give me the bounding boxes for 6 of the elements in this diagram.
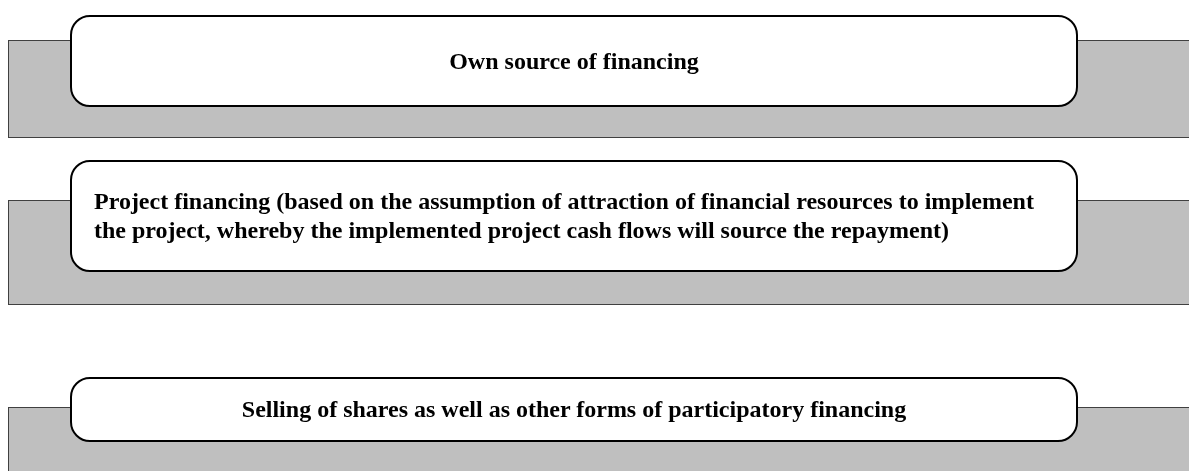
box-text: Selling of shares as well as other forms of participatory financing — [241, 395, 907, 424]
box-text: Own source of financing — [449, 46, 699, 76]
rounded-box — [70, 377, 1078, 442]
rounded-box — [70, 15, 1078, 107]
box-text: Project financing (based on the assumption of attraction of financial resources to implement the project, whereby the implemented project cash flows will source the repayment) — [94, 187, 1035, 245]
rounded-box — [70, 160, 1078, 272]
